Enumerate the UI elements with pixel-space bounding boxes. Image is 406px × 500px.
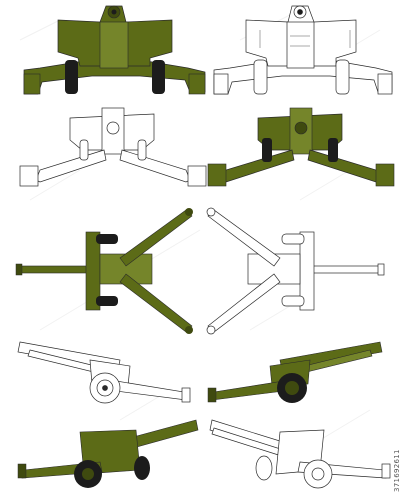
- side-view-color: [207, 341, 383, 403]
- side-view-outline: [17, 341, 191, 404]
- front-view-color: [23, 5, 206, 95]
- front-view-outline: [213, 5, 393, 95]
- top-view-color: [15, 208, 193, 334]
- rear-view-color: [207, 107, 395, 187]
- perspective-view-color: [17, 419, 199, 488]
- top-view-outline: [206, 207, 385, 335]
- rear-view-outline: [19, 107, 207, 187]
- stock-id-label: 371692611: [393, 449, 401, 492]
- perspective-view-outline: [209, 419, 391, 489]
